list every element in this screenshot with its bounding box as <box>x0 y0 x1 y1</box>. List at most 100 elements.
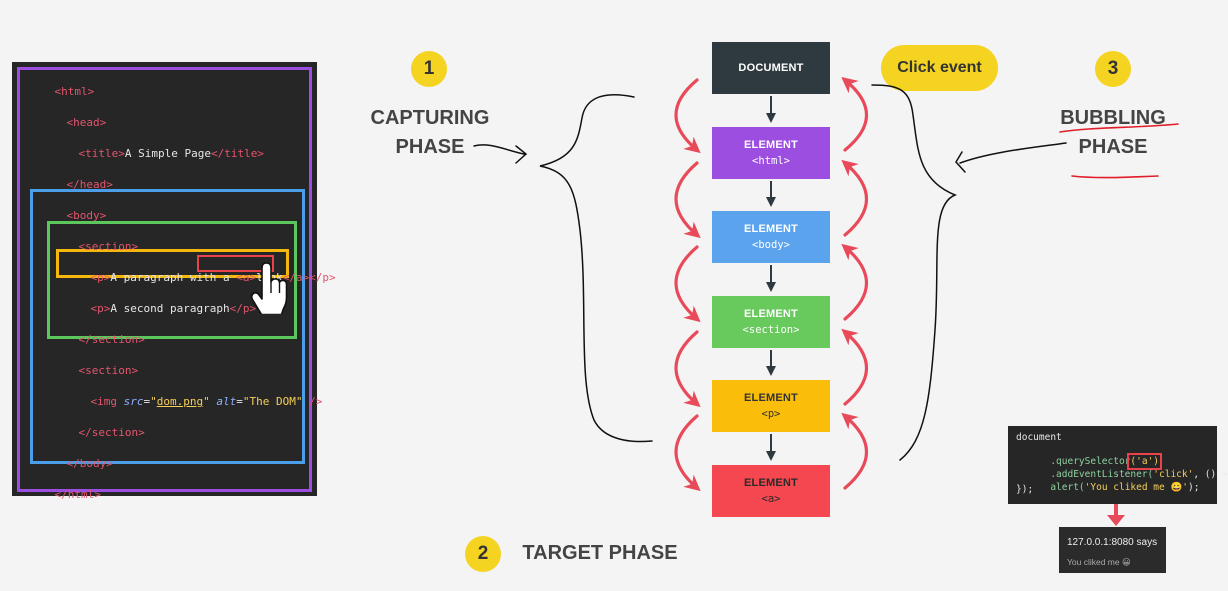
snippet-selector-arg: ('a') <box>1127 453 1162 470</box>
snippet-arrow-fn: , () ⇒ { <box>1193 469 1228 480</box>
capture-arrow-2 <box>674 161 701 239</box>
tag-a-close: </a> <box>282 271 310 284</box>
step-1-number: 1 <box>423 58 435 79</box>
node-html: ELEMENT <html> <box>712 127 830 179</box>
snippet-line-2: .querySelector('a') <box>1016 445 1162 478</box>
a-frame <box>197 255 274 272</box>
tag-section2-open: <section> <box>78 364 139 377</box>
capture-arrow-4 <box>674 330 701 408</box>
node-section-tag: <section> <box>742 324 800 336</box>
tag-section-open: <section> <box>78 240 139 253</box>
code-line-body-close: </body> <box>40 444 113 483</box>
capture-arrow-3 <box>674 245 701 323</box>
step-1-badge: 1 <box>411 51 447 87</box>
tag-p-close: </p> <box>309 271 336 284</box>
html-code-panel: <html> <head> <title>A Simple Page</titl… <box>12 62 336 501</box>
step-2-number: 2 <box>477 543 489 564</box>
code-line-p2: <p>A second paragraph</p> <box>64 289 257 328</box>
tag-section2-close: </section> <box>78 426 145 439</box>
tag-head-open: <head> <box>66 116 107 129</box>
node-section-title: ELEMENT <box>744 308 798 320</box>
code-line-img: <img src="dom.png" alt="The DOM" /> <box>64 382 323 421</box>
code-line-title: <title>A Simple Page</title> <box>52 134 264 173</box>
src-value: dom.png <box>156 395 204 408</box>
tag-p2-open: <p> <box>90 302 111 315</box>
snippet-alert-close: ); <box>1188 482 1200 493</box>
title-text: A Simple Page <box>124 147 211 160</box>
bubbling-pointer <box>955 142 1067 173</box>
alt-value: "The DOM" <box>242 395 303 408</box>
snippet-alert-call: alert( <box>1038 482 1085 493</box>
bubble-arrow-3 <box>841 243 869 321</box>
bubbling-phase-line2: PHASE <box>1078 136 1148 158</box>
tag-img-open: <img <box>90 395 124 408</box>
snippet-query-selector: .querySelector <box>1038 456 1131 467</box>
node-a-tag: <a> <box>761 493 781 505</box>
code-line-html-close: </html> <box>28 475 101 514</box>
click-event-badge: Click event <box>881 45 998 91</box>
code-line-section-close: </section> <box>52 320 145 359</box>
bubbling-phase-line1: BUBBLING <box>1060 107 1166 129</box>
snippet-event-type: 'click' <box>1153 469 1194 480</box>
node-section: ELEMENT <section> <box>712 296 830 348</box>
tag-section-close: </section> <box>78 333 145 346</box>
code-line-head-close: </head> <box>40 165 113 204</box>
bubbling-phase-label: BUBBLING PHASE <box>1053 104 1173 162</box>
event-listener-snippet: document .querySelector('a') .addEventLi… <box>1008 426 1228 504</box>
code-line-html-open: <html> <box>28 72 95 111</box>
capturing-phase-label: CAPTURING PHASE <box>365 104 495 162</box>
tag-html-close: </html> <box>54 488 101 501</box>
code-line-head-open: <head> <box>40 103 107 142</box>
browser-alert-dialog: 127.0.0.1:8080 says You cliked me 😀 <box>1059 527 1166 573</box>
snippet-to-alert-arrowhead <box>1107 515 1125 526</box>
tag-body-close: </body> <box>66 457 113 470</box>
snippet-alert-message: 'You cliked me 😀' <box>1084 482 1188 493</box>
body-frame <box>30 189 305 464</box>
node-body-tag: <body> <box>752 239 790 251</box>
tag-p2-close: </p> <box>229 302 257 315</box>
src-quote-close: " <box>203 395 210 408</box>
capture-arrow-1 <box>674 78 701 154</box>
bubbling-underline-1 <box>1059 123 1179 133</box>
tag-p-open: <p> <box>90 271 111 284</box>
tag-title-open: <title> <box>78 147 125 160</box>
bubble-arrow-1 <box>841 412 869 490</box>
node-p-title: ELEMENT <box>744 392 798 404</box>
target-phase-label: TARGET PHASE <box>522 542 678 564</box>
p1-text: A paragraph with a <box>110 271 237 284</box>
bubble-arrow-2 <box>841 328 869 406</box>
bubbling-underline-2 <box>1071 175 1159 179</box>
src-quote-open: " <box>150 395 157 408</box>
snippet-add-listener: .addEventListener( <box>1038 469 1154 480</box>
node-html-title: ELEMENT <box>744 139 798 151</box>
step-3-badge: 3 <box>1095 51 1131 87</box>
capturing-phase-line1: CAPTURING <box>370 107 490 129</box>
step-3-number: 3 <box>1107 58 1119 79</box>
bubbling-brace <box>871 84 958 461</box>
snippet-line-3: .addEventListener('click', () ⇒ { <box>1016 458 1228 491</box>
tag-title-close: </title> <box>210 147 264 160</box>
capture-arrow-5 <box>674 414 701 492</box>
section-frame <box>47 221 297 339</box>
p2-text: A second paragraph <box>110 302 230 315</box>
node-body-title: ELEMENT <box>744 223 798 235</box>
capturing-brace <box>539 94 653 443</box>
p-frame <box>56 249 289 278</box>
src-eq: = <box>143 395 151 408</box>
snippet-line-5: }); <box>1016 484 1034 495</box>
tag-body-open: <body> <box>66 209 107 222</box>
step-2-badge: 2 <box>465 536 501 572</box>
hand-cursor-icon <box>250 262 288 314</box>
alert-message: You cliked me 😀 <box>1067 557 1131 567</box>
node-html-tag: <html> <box>752 155 790 167</box>
capturing-pointer <box>473 144 528 164</box>
tag-img-close: /> <box>302 395 323 408</box>
node-p: ELEMENT <p> <box>712 380 830 432</box>
snippet-line-1: document <box>1016 432 1062 443</box>
code-line-section-open: <section> <box>52 227 139 266</box>
code-line-section2-open: <section> <box>52 351 139 390</box>
node-document-title: DOCUMENT <box>738 62 804 74</box>
snippet-line-4: alert('You cliked me 😀'); <box>1016 471 1199 504</box>
node-document: DOCUMENT <box>712 42 830 94</box>
